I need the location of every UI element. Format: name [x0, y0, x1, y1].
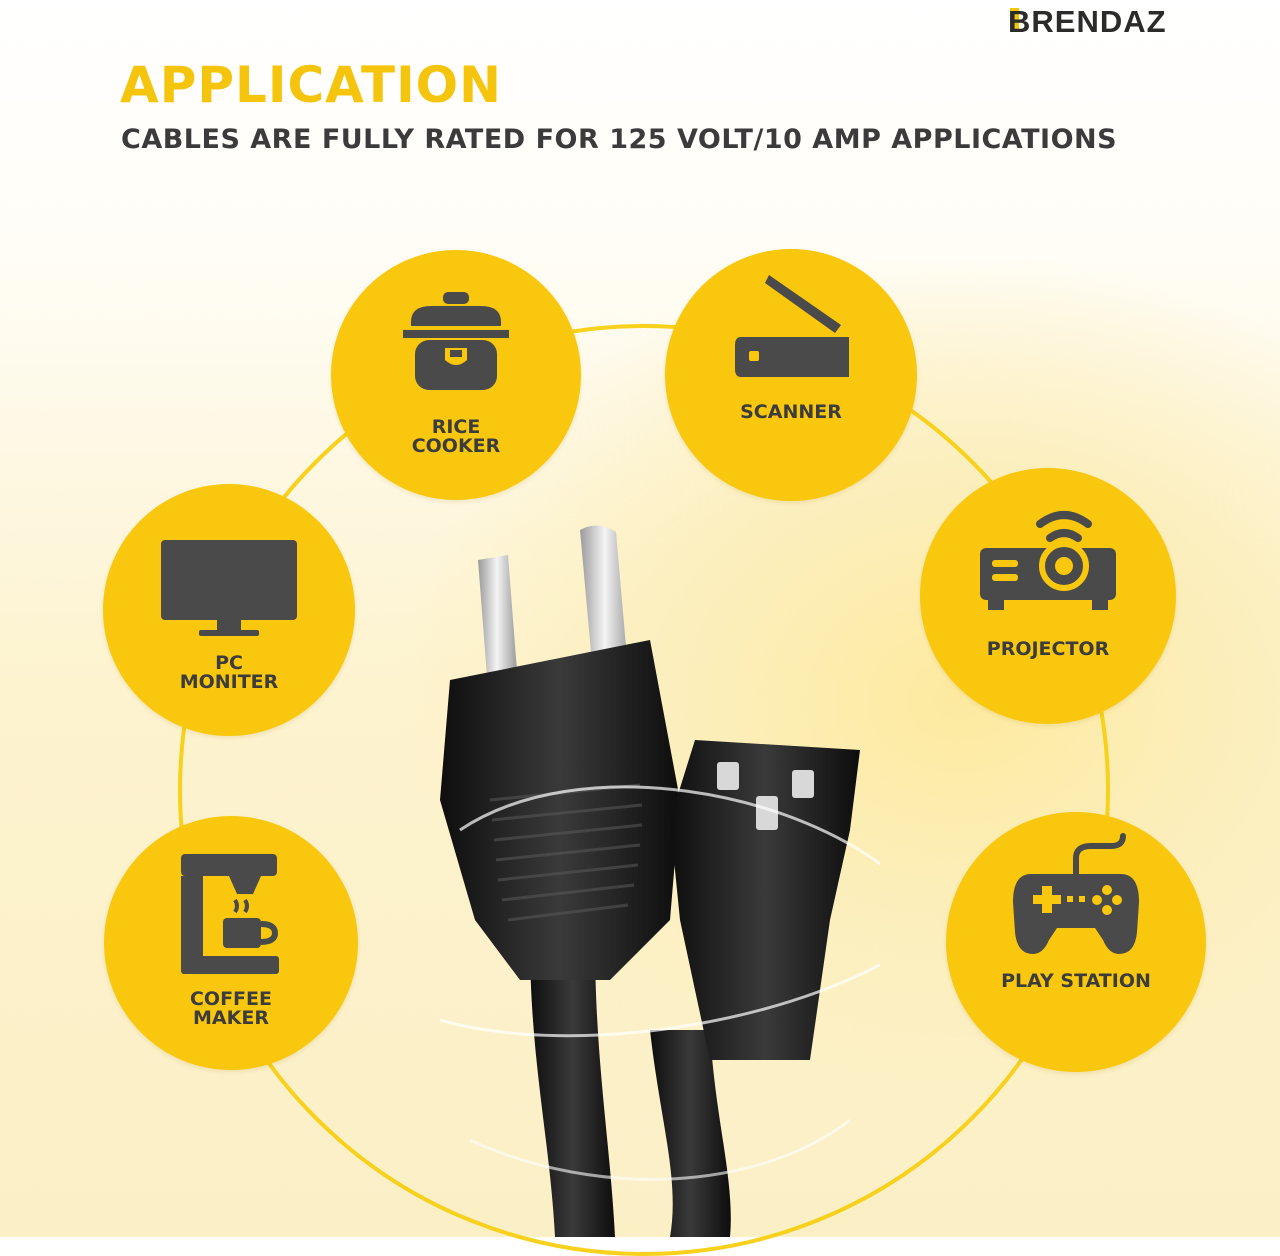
brand-logo-mark [1010, 8, 1019, 32]
projector-icon [980, 511, 1116, 610]
page-title: APPLICATION [120, 56, 503, 114]
app-label: SCANNER [740, 401, 842, 423]
monitor-icon [161, 540, 297, 636]
app-pc-monitor: PC MONITER [103, 484, 355, 736]
app-projector: PROJECTOR [920, 468, 1176, 724]
page-subtitle: CABLES ARE FULLY RATED FOR 125 VOLT/10 A… [121, 124, 1118, 155]
app-label: RICE COOKER [411, 416, 501, 457]
app-play-station: PLAY STATION [946, 812, 1206, 1072]
app-coffee-maker: COFFEE MAKER [104, 816, 358, 1070]
app-label: PC MONITER [179, 652, 279, 693]
app-rice-cooker: RICE COOKER [331, 250, 581, 500]
power-cord-image [439, 525, 880, 1237]
rice-cooker-icon [403, 292, 509, 390]
gamepad-icon [1013, 833, 1139, 954]
brand-logo: BRENDAZ [1008, 4, 1167, 39]
scanner-icon [735, 275, 849, 377]
coffee-maker-icon [181, 854, 279, 974]
app-label: PLAY STATION [1001, 970, 1151, 992]
app-label: PROJECTOR [986, 638, 1110, 660]
app-scanner: SCANNER [665, 249, 917, 501]
app-label: COFFEE MAKER [189, 988, 272, 1029]
